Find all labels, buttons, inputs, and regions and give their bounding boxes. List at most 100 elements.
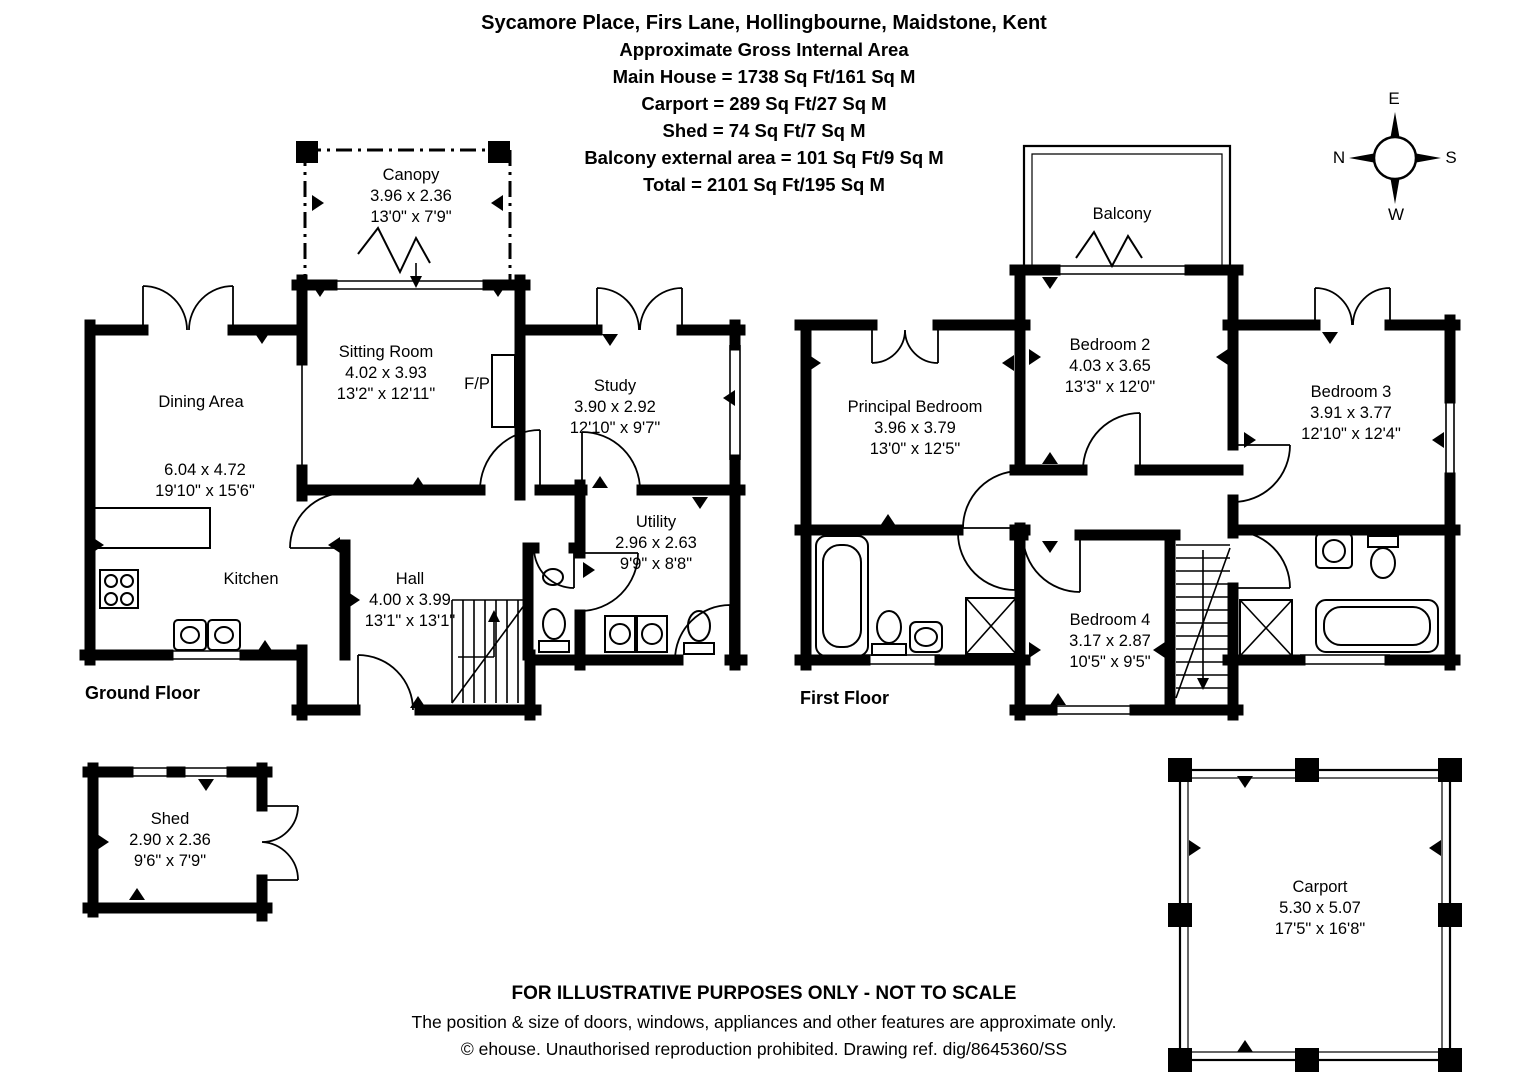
utility-fixtures [604,610,715,655]
shed-windows [128,767,232,777]
compass-north-label: N [1333,148,1345,167]
compass-south-label: S [1445,148,1456,167]
measurement-arrows [92,195,735,708]
room-name: Dining Area [158,393,244,411]
first-floor-walls [794,264,1461,721]
room-dim-metric: 2.90 x 2.36 [129,831,211,849]
room-dim-metric: 4.00 x 3.99 [369,591,451,609]
toilet-symbol [1367,535,1399,548]
compass-circle [1372,135,1418,181]
room-dim-metric: 3.90 x 2.92 [574,398,656,416]
room-label-bedroom3: Bedroom 3 3.91 x 3.77 12'10" x 12'4" [1301,382,1401,445]
carport-post [1168,758,1192,782]
gia-total: Total = 2101 Sq Ft/195 Sq M [643,174,885,195]
staircase-down [1175,544,1231,699]
canopy-post [296,141,318,163]
room-label-bedroom2: Bedroom 2 4.03 x 3.65 13'3" x 12'0" [1065,335,1156,398]
room-name: Canopy [382,166,440,184]
property-title: Sycamore Place, Firs Lane, Hollingbourne… [481,12,1047,34]
staircase-up [451,599,529,704]
room-dims-dining-area: 6.04 x 4.72 19'10" x 15'6" [155,460,255,502]
room-dim-metric: 3.17 x 2.87 [1069,632,1151,650]
room-dim-metric: 3.91 x 3.77 [1310,404,1392,422]
measurement-arrows [809,277,1444,705]
gia-balcony: Balcony external area = 101 Sq Ft/9 Sq M [584,147,944,168]
ground-floor-windows [168,280,741,660]
room-label-carport: Carport 5.30 x 5.07 17'5" x 16'8" [1275,877,1366,940]
room-label-kitchen: Kitchen [223,569,278,590]
room-dim-imperial: 13'2" x 12'11" [336,385,436,403]
room-label-fireplace: F/P [464,374,490,395]
gia-main-house: Main House = 1738 Sq Ft/161 Sq M [612,66,916,87]
shed-plan [82,762,299,922]
room-dim-imperial: 19'10" x 15'6" [155,482,255,500]
room-dim-imperial: 9'6" x 7'9" [133,852,207,870]
room-dim-metric: 5.30 x 5.07 [1279,899,1361,917]
room-label-balcony: Balcony [1093,204,1152,225]
room-name: Utility [635,513,677,531]
room-dim-imperial: 13'0" x 12'5" [869,440,961,458]
compass-rose: E N S W [1333,89,1457,224]
room-dim-imperial: 13'1" x 13'1" [364,612,456,630]
room-dim-imperial: 10'5" x 9'5" [1069,653,1151,671]
gia-carport: Carport = 289 Sq Ft/27 Sq M [641,93,887,114]
measurement-arrows [97,779,214,900]
room-dim-imperial: 12'10" x 9'7" [569,419,661,437]
room-label-study: Study 3.90 x 2.92 12'10" x 9'7" [570,376,661,439]
title-block: Sycamore Place, Firs Lane, Hollingbourne… [0,10,1528,198]
room-dim-metric: 4.03 x 3.65 [1069,357,1151,375]
bathroom-fixtures [1239,533,1439,657]
first-floor-plan [794,144,1461,721]
room-label-principal-bedroom: Principal Bedroom 3.96 x 3.79 13'0" x 12… [848,397,983,460]
room-name: Shed [150,810,190,828]
sink-symbol [173,619,207,651]
room-name: Hall [395,570,425,588]
room-name: F/P [464,375,490,393]
carport-post [1438,903,1462,927]
shower-symbol [965,597,1017,655]
room-dim-imperial: 17'5" x 16'8" [1274,920,1366,938]
room-dim-imperial: 12'10" x 12'4" [1301,425,1401,443]
copyright-line: © ehouse. Unauthorised reproduction proh… [460,1039,1068,1059]
room-name: Bedroom 3 [1310,383,1392,401]
room-dim-metric: 2.96 x 2.63 [615,534,697,552]
approximation-note: The position & size of doors, windows, a… [411,1012,1117,1032]
ground-floor-doors [142,285,731,711]
basin-symbol [1315,533,1353,569]
room-label-canopy: Canopy 3.96 x 2.36 13'0" x 7'9" [370,165,452,228]
hob-symbol [99,569,139,609]
shed-walls [82,762,273,922]
room-name: Sitting Room [338,343,434,361]
room-dim-metric: 3.96 x 2.36 [370,187,452,205]
carport-post [1168,903,1192,927]
carport-plan [1168,758,1462,1072]
kitchen-fixtures [95,507,241,651]
room-label-hall: Hall 4.00 x 3.99 13'1" x 13'1" [365,569,456,632]
carport-post [1295,1048,1319,1072]
carport-post [1438,758,1462,782]
footer-block: FOR ILLUSTRATIVE PURPOSES ONLY - NOT TO … [0,979,1528,1063]
bath-symbol [815,535,869,657]
ground-floor-plan [79,141,748,721]
canopy-post [488,141,510,163]
wc-fixtures [538,568,570,653]
shed-doors [261,805,299,881]
ground-floor-walls [79,274,748,721]
basin-symbol [909,621,943,653]
room-dim-imperial: 13'3" x 12'0" [1064,378,1156,396]
disclaimer-text: FOR ILLUSTRATIVE PURPOSES ONLY - NOT TO … [511,983,1017,1004]
room-label-bedroom4: Bedroom 4 3.17 x 2.87 10'5" x 9'5" [1069,610,1151,673]
compass-west-label: W [1388,205,1404,224]
room-name: Bedroom 2 [1069,336,1151,354]
ensuite-fixtures [815,535,1017,657]
bath-symbol [1315,599,1439,653]
room-name: Bedroom 4 [1069,611,1151,629]
carport-post [1295,758,1319,782]
toilet-symbol [871,643,907,656]
shower-symbol [1239,599,1293,657]
balcony-outline [1022,144,1232,270]
room-name: Carport [1292,878,1348,896]
first-floor-caption: First Floor [800,688,889,708]
gia-subtitle: Approximate Gross Internal Area [619,39,909,60]
toilet-symbol [538,640,570,653]
